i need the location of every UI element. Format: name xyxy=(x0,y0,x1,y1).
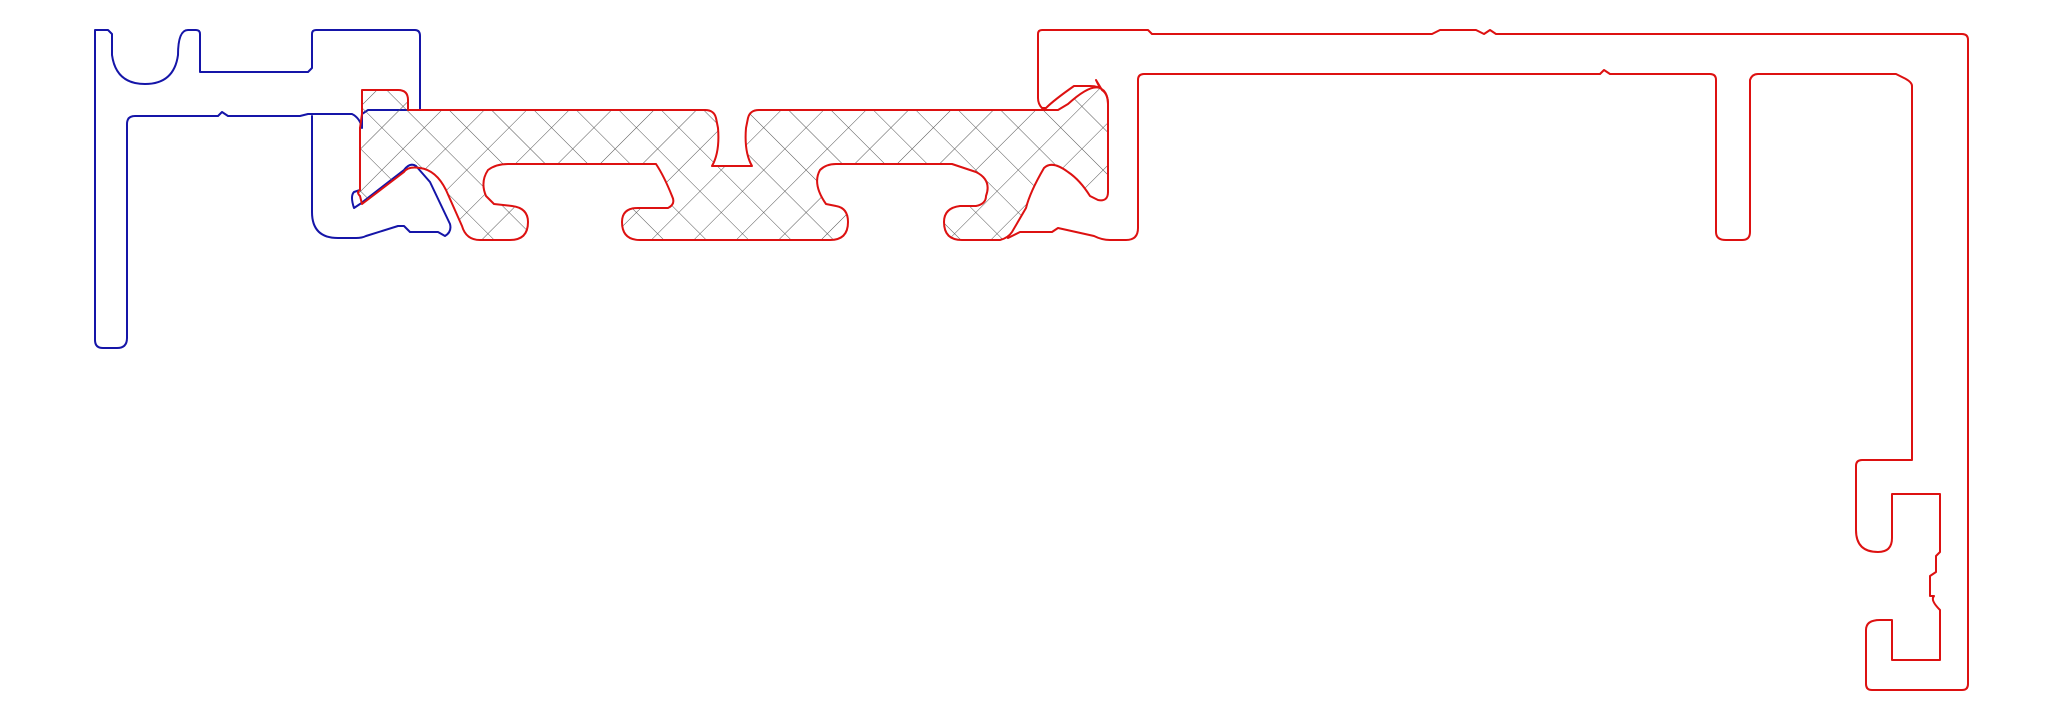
left-profile-outline xyxy=(94,29,421,349)
thermal-break-insulation-bar xyxy=(357,79,1109,241)
left-profile-lower-body xyxy=(311,115,452,239)
right-profile-outline xyxy=(1007,29,1969,691)
